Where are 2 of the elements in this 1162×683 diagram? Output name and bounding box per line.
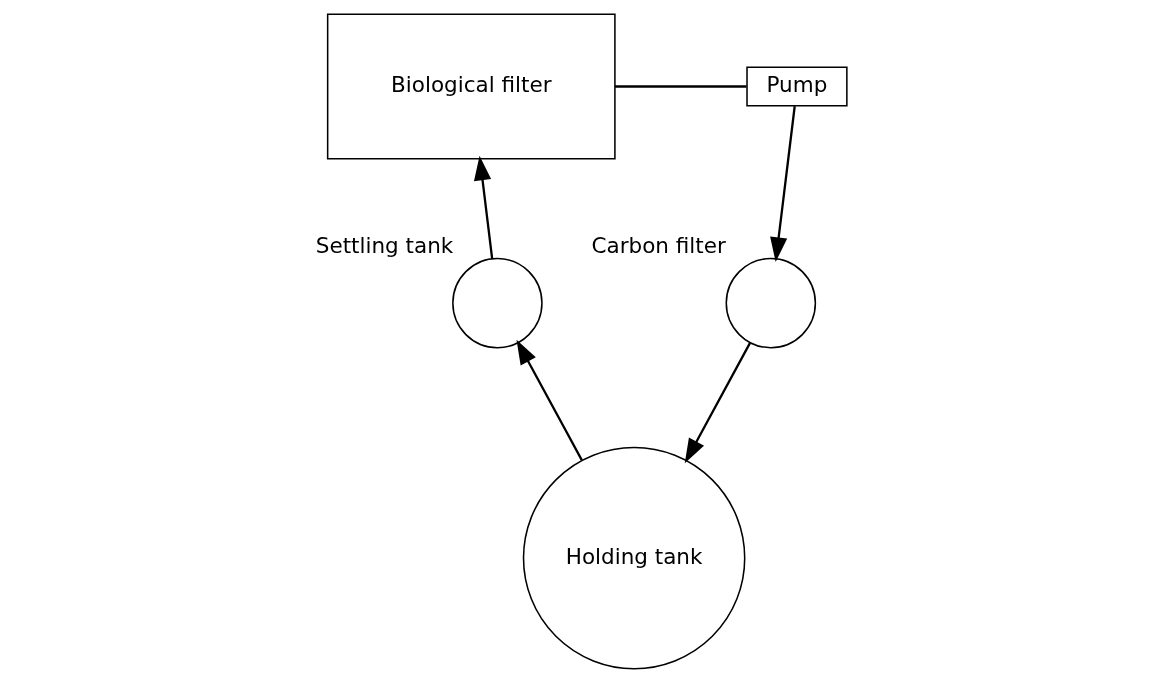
node-label: Settling tank	[315, 232, 453, 258]
node-label: Carbon filter	[591, 232, 726, 258]
